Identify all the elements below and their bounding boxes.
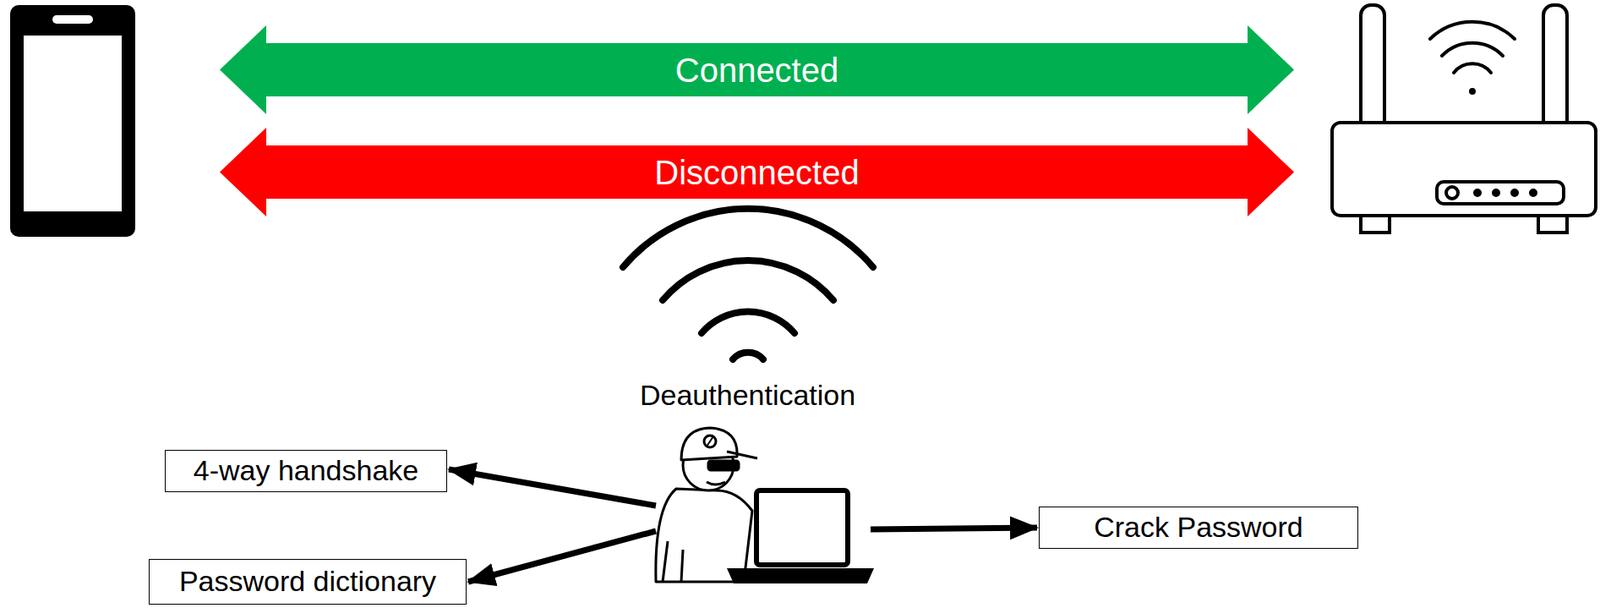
node-text: 4-way handshake bbox=[193, 454, 420, 487]
leader-arrow bbox=[448, 469, 1038, 582]
laptop-icon bbox=[726, 490, 874, 584]
node-text: Connected bbox=[675, 51, 839, 89]
process-box: 4-way handshake bbox=[164, 449, 448, 492]
attack-label: Deauthentication bbox=[639, 379, 856, 411]
double-arrow-fill bbox=[219, 127, 1295, 217]
node-text: Crack Password bbox=[1093, 511, 1304, 543]
disconnected-arrow: Disconnected bbox=[219, 127, 1295, 217]
node-text: Disconnected bbox=[654, 153, 859, 192]
hacker-figure bbox=[655, 427, 758, 582]
phone-icon bbox=[10, 5, 136, 237]
wifi-wave bbox=[622, 208, 874, 360]
router-icon bbox=[1332, 5, 1596, 233]
node-text: Password dictionary bbox=[179, 565, 437, 597]
double-arrow-fill bbox=[219, 25, 1295, 115]
process-box: Password dictionary bbox=[148, 558, 467, 605]
connected-arrow: Connected bbox=[219, 25, 1295, 115]
process-box: Crack Password bbox=[1038, 506, 1359, 549]
